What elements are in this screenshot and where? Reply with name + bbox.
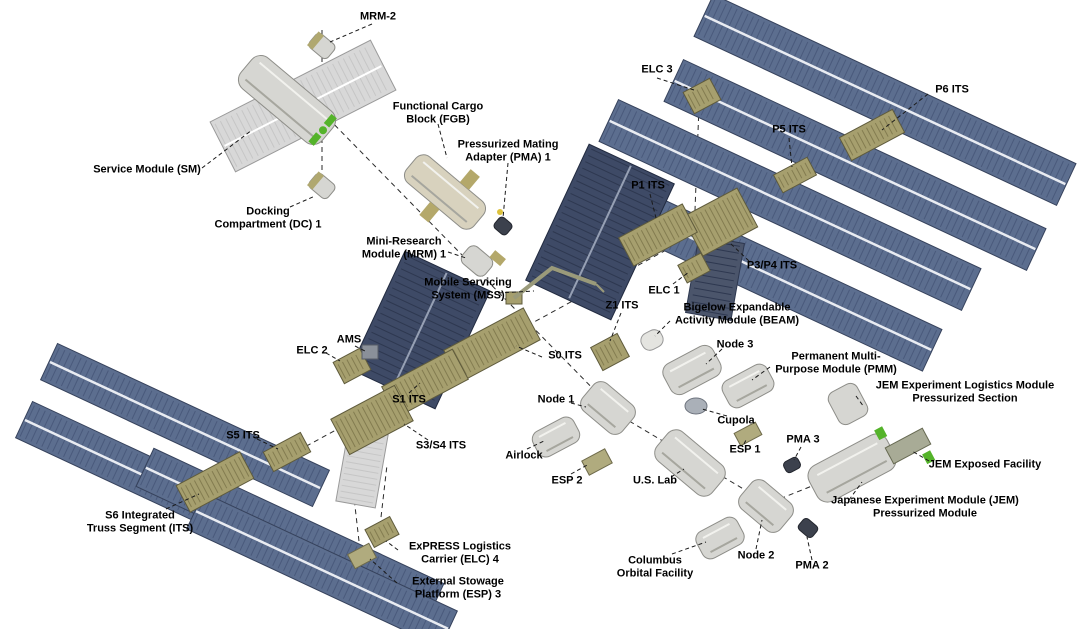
p1-truss (618, 203, 698, 267)
us-lab-module (654, 429, 726, 497)
service-module (237, 55, 337, 146)
s5-truss (262, 431, 312, 473)
elc1-carrier (677, 252, 711, 284)
node1-module (580, 381, 636, 435)
pma2-module (797, 517, 819, 539)
dc1-module (307, 171, 336, 200)
mrm2-module (307, 31, 336, 60)
p5-truss (772, 156, 818, 194)
p6-solar-array-lower (663, 58, 1047, 272)
jem-ef-green-accent (922, 450, 936, 465)
pma1-module (493, 216, 513, 236)
leader-lines (165, 23, 930, 584)
s6-truss (175, 451, 255, 513)
p3-p4-truss (681, 187, 759, 257)
p6-truss (838, 108, 906, 162)
airlock-module (531, 416, 581, 458)
z1-truss (589, 332, 631, 372)
columbus-module (695, 516, 745, 560)
jem-elm-ps-module (827, 382, 869, 426)
fgb-module (403, 154, 487, 230)
pmm-module (721, 363, 775, 409)
node2-module (738, 479, 794, 533)
esp2-platform (581, 448, 613, 476)
cupola-module (684, 397, 708, 415)
node3-module (662, 344, 722, 396)
pma1-accent (497, 209, 503, 215)
pma3-module (783, 456, 801, 474)
ams-instrument (361, 344, 379, 360)
modules (237, 31, 936, 570)
s4-solar-array-lower (186, 492, 458, 629)
esp1-platform (733, 421, 763, 447)
elc3-carrier (682, 77, 722, 115)
mrm1-module (460, 245, 506, 277)
jem-pressurized-module (807, 433, 897, 503)
jem-ef-green-accent (874, 426, 888, 441)
jem-exposed-facility (884, 427, 932, 465)
truss-segments (175, 108, 906, 513)
mss-arm (505, 265, 605, 305)
solar-arrays (14, 0, 1077, 629)
s3-s4-truss (330, 384, 414, 456)
beam-module (640, 329, 664, 351)
elc4-carrier (364, 515, 400, 549)
esp3-platform (346, 542, 378, 570)
